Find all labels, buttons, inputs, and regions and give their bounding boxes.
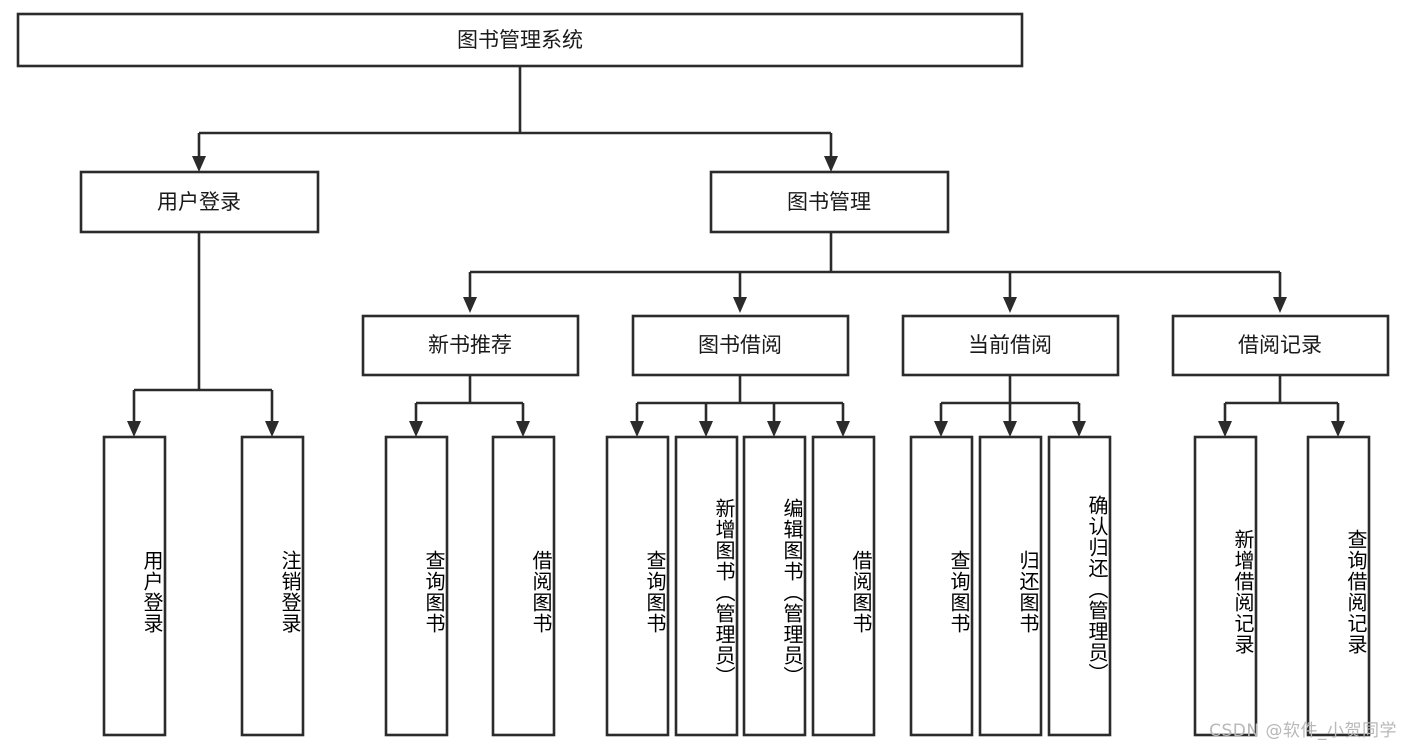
node-borrow-record-label: 借阅记录: [1238, 333, 1322, 357]
node-new-book-recommend-box[interactable]: [361, 314, 580, 377]
leaf-return-book[interactable]: 归还图书: [978, 435, 1043, 737]
csdn-watermark: CSDN @软件_小贺同学: [1209, 721, 1397, 741]
leaf-query-record[interactable]: 查询借阅记录: [1306, 435, 1371, 737]
leaf-borrow-book-2-box[interactable]: [811, 435, 876, 737]
node-user-login-box[interactable]: [79, 170, 320, 234]
arrowhead-leaf-query-book-2: [630, 421, 644, 437]
leaf-logout-login[interactable]: 注销登录: [240, 435, 305, 737]
node-borrow-record[interactable]: 借阅记录: [1171, 314, 1390, 377]
leaf-return-book-box[interactable]: [978, 435, 1043, 737]
arrowhead-leaf-logout: [265, 421, 279, 437]
leaf-edit-book-box[interactable]: [742, 435, 807, 737]
node-root[interactable]: 图书管理系统: [16, 12, 1024, 68]
arrowhead-leaf-query-book-3: [934, 421, 948, 437]
node-current-borrow-label: 当前借阅: [968, 333, 1052, 357]
leaf-query-book-2[interactable]: 查询图书: [605, 435, 670, 737]
node-book-borrow[interactable]: 图书借阅: [631, 314, 850, 377]
leaf-add-record-box[interactable]: [1193, 435, 1258, 737]
node-book-management-label: 图书管理: [787, 190, 871, 214]
leaf-user-login[interactable]: 用户登录: [102, 435, 167, 737]
leaf-return-book-label: 归还图书: [1016, 550, 1040, 634]
arrowhead-leaf-query-record: [1331, 421, 1345, 437]
arrowhead-leaf-borrow-book-1: [516, 421, 530, 437]
arrowhead-new-book-recommend: [463, 297, 477, 313]
leaf-query-book-3-label: 查询图书: [947, 550, 971, 634]
leaf-borrow-book-2-label: 借阅图书: [849, 550, 873, 634]
node-book-borrow-box[interactable]: [631, 314, 850, 377]
arrowhead-borrow-record: [1273, 297, 1287, 313]
node-book-borrow-label: 图书借阅: [698, 333, 782, 357]
leaf-edit-book[interactable]: 编辑图书（管理员）: [742, 435, 807, 737]
arrowhead-leaf-confirm-return: [1072, 421, 1086, 437]
leaf-confirm-return-box[interactable]: [1047, 435, 1112, 737]
leaf-query-record-box[interactable]: [1306, 435, 1371, 737]
connector-layer: [127, 66, 1345, 437]
leaf-query-book-3[interactable]: 查询图书: [909, 435, 974, 737]
leaf-logout-login-box[interactable]: [240, 435, 305, 737]
leaf-logout-login-label: 注销登录: [278, 550, 302, 634]
leaf-add-book[interactable]: 新增图书（管理员）: [674, 435, 739, 737]
arrowhead-leaf-query-book-1: [409, 421, 423, 437]
arrowhead-leaf-borrow-book-2: [836, 421, 850, 437]
arrowhead-leaf-add-record: [1218, 421, 1232, 437]
leaf-user-login-label: 用户登录: [140, 550, 164, 634]
node-user-login[interactable]: 用户登录: [79, 170, 320, 234]
leaf-confirm-return[interactable]: 确认归还（管理员）: [1047, 435, 1112, 737]
leaf-borrow-book-1-box[interactable]: [491, 435, 556, 737]
leaf-query-book-3-box[interactable]: [909, 435, 974, 737]
node-user-login-label: 用户登录: [157, 190, 241, 214]
leaf-add-record-label: 新增借阅记录: [1231, 529, 1255, 655]
arrowhead-book-borrow: [733, 297, 747, 313]
node-root-box[interactable]: [16, 12, 1024, 68]
node-current-borrow[interactable]: 当前借阅: [901, 314, 1120, 377]
leaf-borrow-book-1[interactable]: 借阅图书: [491, 435, 556, 737]
arrowhead-book-management: [824, 156, 838, 172]
node-new-book-recommend[interactable]: 新书推荐: [361, 314, 580, 377]
node-new-book-recommend-label: 新书推荐: [428, 333, 512, 357]
node-book-management[interactable]: 图书管理: [709, 170, 950, 234]
arrowhead-user-login: [192, 156, 206, 172]
leaf-borrow-book-2[interactable]: 借阅图书: [811, 435, 876, 737]
arrowhead-leaf-return-book: [1003, 421, 1017, 437]
leaf-confirm-return-label: 确认归还（管理员）: [1085, 495, 1109, 684]
leaf-add-book-box[interactable]: [674, 435, 739, 737]
arrowhead-current-borrow: [1003, 297, 1017, 313]
node-borrow-record-box[interactable]: [1171, 314, 1390, 377]
leaf-query-book-1-box[interactable]: [384, 435, 449, 737]
leaf-query-book-1-label: 查询图书: [422, 550, 446, 634]
arrowhead-leaf-edit-book: [767, 421, 781, 437]
node-root-label: 图书管理系统: [457, 28, 583, 52]
node-book-management-box[interactable]: [709, 170, 950, 234]
leaf-add-book-label: 新增图书（管理员）: [712, 497, 736, 687]
leaf-borrow-book-1-label: 借阅图书: [529, 550, 553, 634]
arrowhead-leaf-user-login: [127, 421, 141, 437]
arrowhead-leaf-add-book: [699, 421, 713, 437]
leaf-edit-book-label: 编辑图书（管理员）: [780, 497, 804, 687]
leaf-query-book-1[interactable]: 查询图书: [384, 435, 449, 737]
leaf-query-record-label: 查询借阅记录: [1344, 529, 1368, 655]
node-current-borrow-box[interactable]: [901, 314, 1120, 377]
leaf-user-login-box[interactable]: [102, 435, 167, 737]
leaf-add-record[interactable]: 新增借阅记录: [1193, 435, 1258, 737]
leaf-query-book-2-box[interactable]: [605, 435, 670, 737]
leaf-query-book-2-label: 查询图书: [643, 550, 667, 634]
